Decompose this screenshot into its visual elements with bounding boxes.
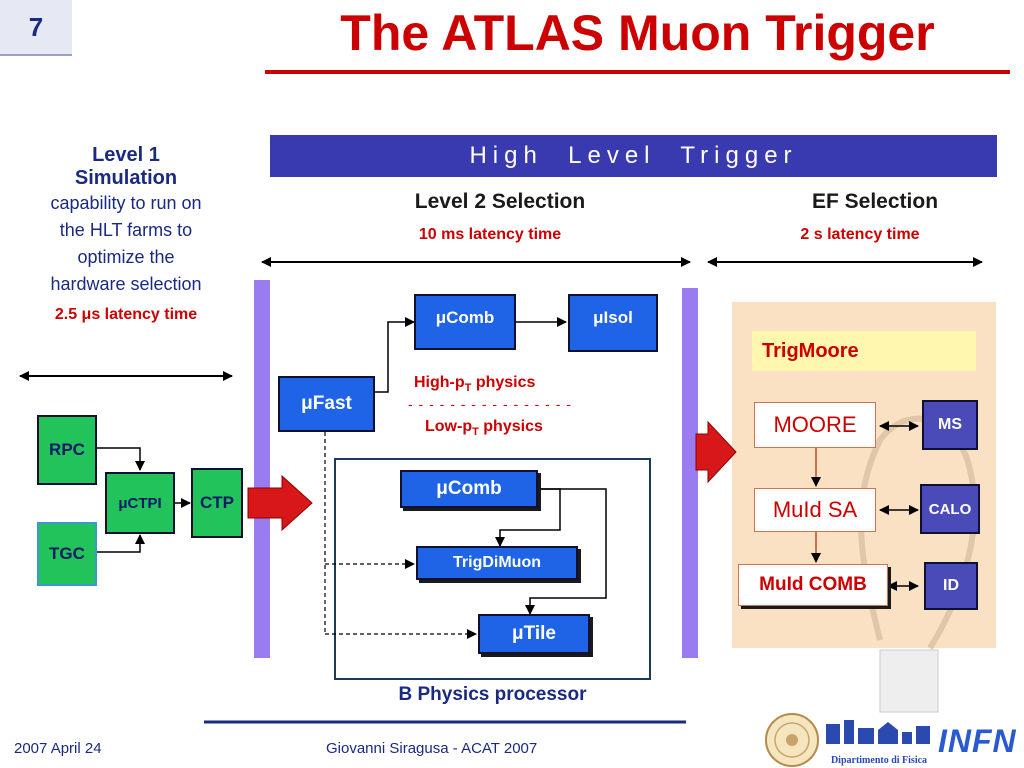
tgc-label: TGC	[49, 544, 85, 563]
level2-ef-boundary-bar	[682, 288, 698, 658]
decorative-statue-base	[879, 649, 939, 713]
bphysics-panel-border	[334, 458, 651, 680]
mufast-box: μFast	[278, 376, 375, 432]
level2-heading: Level 2 Selection	[414, 190, 586, 213]
trigdimuon-label: TrigDiMuon	[453, 554, 541, 571]
bphysics-label: B Physics processor	[398, 684, 587, 705]
ctp-box: CTP	[191, 468, 243, 538]
level1-subheading: Simulation	[74, 167, 178, 189]
low-pt-suffix: physics	[478, 418, 543, 435]
high-pt-suffix: physics	[471, 374, 536, 391]
bphys-mucomb-to-mutile-connector	[525, 488, 607, 615]
muid-sa-label: MuId SA	[772, 497, 858, 522]
tgc-box: TGC	[37, 522, 97, 586]
infn-logo: INFN	[938, 718, 1022, 764]
mutile-box: μTile	[478, 614, 590, 654]
ef-heading: EF Selection	[811, 190, 939, 213]
moore-label: MOORE	[773, 412, 857, 437]
calo-label: CALO	[928, 500, 972, 518]
level1-desc-line: capability to run on	[50, 193, 202, 213]
muisol-label: μIsol	[593, 308, 633, 327]
muid-comb-label: MuId COMB	[759, 574, 867, 595]
title-underline	[265, 70, 1010, 74]
physics-department-icon	[826, 720, 930, 744]
hlt-banner: High Level Trigger	[270, 135, 997, 177]
infn-logo-text: INFN	[938, 723, 1017, 759]
bphys-mucomb-label: μComb	[436, 478, 502, 499]
muctpi-label: μCTPI	[118, 494, 162, 512]
low-pt-subscript: T	[472, 426, 479, 439]
trigmoore-header: TrigMoore	[752, 331, 976, 371]
level1-to-hlt-big-arrow	[247, 474, 313, 532]
mucomb-box: μComb	[414, 294, 516, 350]
level1-text-block: Level 1 Simulation capability to run on …	[20, 144, 232, 324]
calo-box: CALO	[920, 484, 980, 534]
high-pt-physics-label: High-pT physics	[414, 374, 594, 394]
rpc-label: RPC	[49, 440, 85, 459]
ef-latency: 2 s latency time	[800, 226, 920, 243]
university-seal-logo	[765, 713, 819, 767]
high-pt-prefix: High-p	[414, 374, 465, 391]
footer-date: 2007 April 24	[14, 740, 102, 757]
hlt-banner-text: High Level Trigger	[469, 142, 798, 169]
mufast-to-mucomb-connector	[375, 317, 415, 393]
ms-label: MS	[938, 416, 962, 433]
muctpi-box: μCTPI	[105, 472, 175, 534]
muisol-box: μIsol	[568, 294, 658, 352]
level1-desc-line: the HLT farms to	[59, 220, 193, 240]
rpc-to-muctpi-connector	[96, 447, 145, 471]
rpc-box: RPC	[37, 415, 97, 485]
mufast-label: μFast	[301, 393, 352, 414]
pt-divider-dashes: - - - - - - - - - - - - - - - -	[408, 396, 572, 412]
muid-comb-box: MuId COMB	[738, 564, 888, 606]
level1-level2-boundary-bar	[254, 280, 270, 658]
level2-latency: 10 ms latency time	[418, 226, 562, 243]
level2-to-ef-big-arrow	[695, 420, 737, 484]
slide-number-box: 7	[0, 0, 72, 56]
moore-box: MOORE	[754, 402, 876, 448]
bphys-mucomb-box: μComb	[400, 470, 538, 508]
trigmoore-label: TrigMoore	[762, 340, 859, 362]
low-pt-physics-label: Low-pT physics	[425, 418, 605, 438]
tgc-to-muctpi-connector	[96, 534, 145, 553]
footer-author: Giovanni Siragusa - ACAT 2007	[326, 740, 538, 757]
mutile-label: μTile	[511, 623, 556, 644]
level1-description: capability to run on the HLT farms to op…	[20, 190, 232, 298]
low-pt-prefix: Low-p	[425, 418, 473, 435]
trigdimuon-box: TrigDiMuon	[416, 546, 578, 580]
mucomb-label: μComb	[435, 308, 495, 327]
muid-sa-box: MuId SA	[754, 488, 876, 532]
level1-desc-line: optimize the	[77, 247, 175, 267]
id-label: ID	[943, 577, 959, 594]
ms-box: MS	[922, 400, 978, 450]
high-pt-subscript: T	[464, 382, 472, 395]
ctp-label: CTP	[200, 493, 234, 512]
slide-number: 7	[28, 12, 44, 42]
level1-desc-line: hardware selection	[50, 274, 202, 294]
level1-latency: 2.5 μs latency time	[54, 306, 198, 323]
level1-heading: Level 1	[92, 144, 160, 166]
physics-department-caption: Dipartimento di Fisica	[830, 755, 928, 766]
id-box: ID	[924, 562, 978, 610]
slide-title: The ATLAS Muon Trigger	[340, 5, 935, 61]
physics-department-logo: Dipartimento di Fisica	[822, 714, 936, 766]
